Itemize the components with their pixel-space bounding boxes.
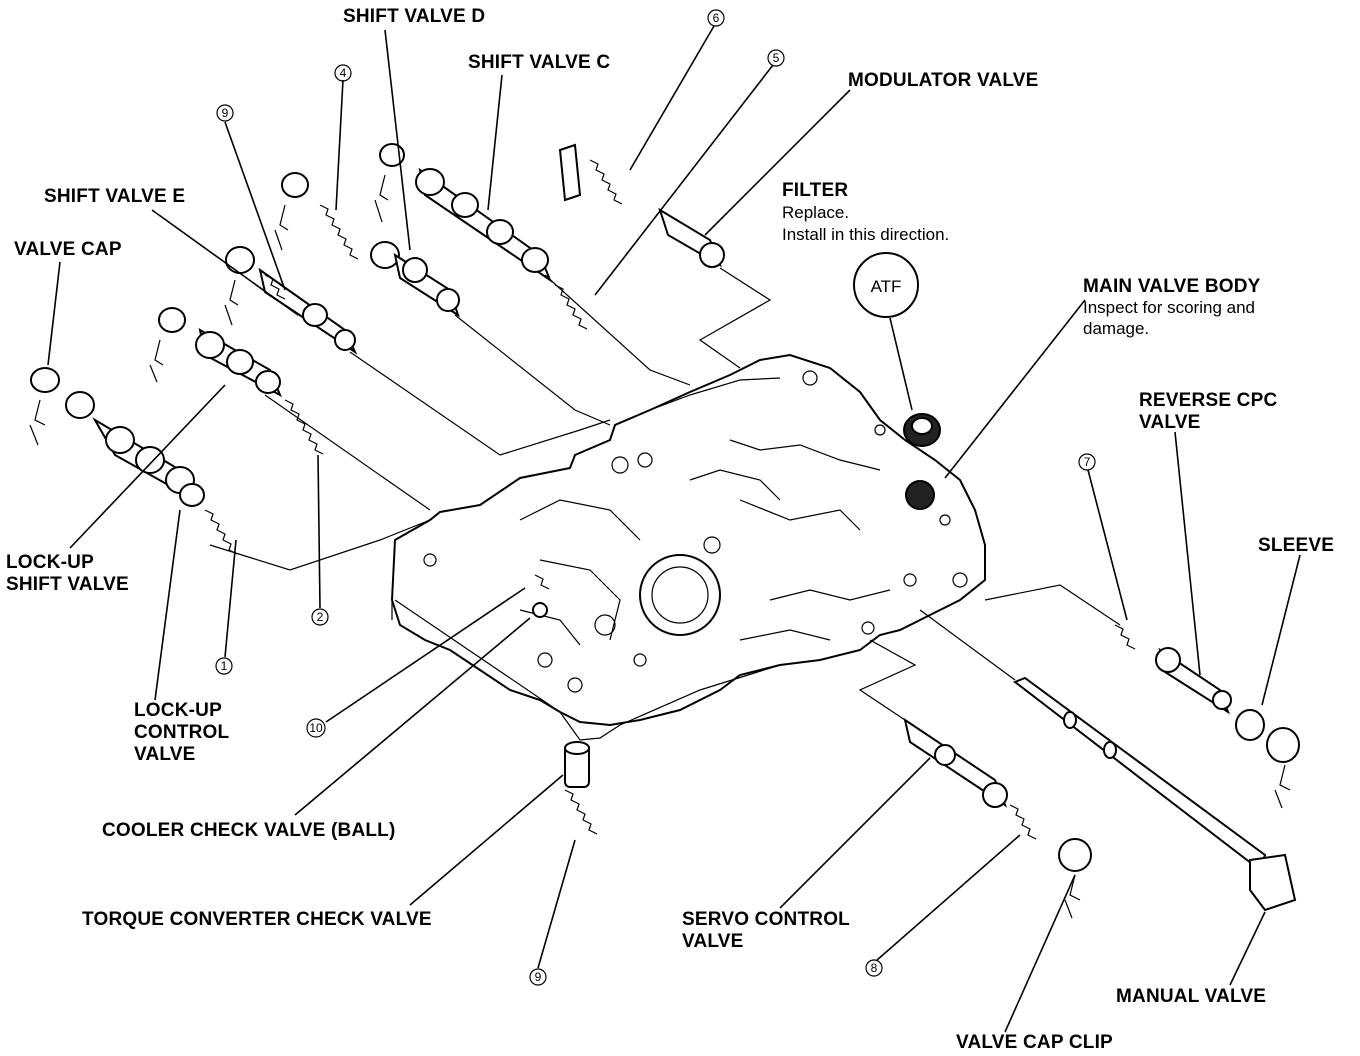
label-servo-control-1: SERVO CONTROL xyxy=(682,909,850,930)
shift-valve-d-parts xyxy=(274,172,460,318)
label-valve-cap: VALVE CAP xyxy=(14,239,122,260)
callout-4: 4 xyxy=(340,66,347,80)
callout-1: 1 xyxy=(221,659,228,673)
label-torque-converter-check-valve: TORQUE CONVERTER CHECK VALVE xyxy=(82,909,432,930)
callout-6: 6 xyxy=(713,11,720,25)
servo-control-valve-parts xyxy=(903,717,1092,919)
springs xyxy=(204,159,1136,840)
label-servo-control-2: VALVE xyxy=(682,931,744,952)
main-valve-note-1: Inspect for scoring and xyxy=(1083,298,1255,317)
label-lockup-control-3: VALVE xyxy=(134,744,196,765)
callout-2: 2 xyxy=(317,610,324,624)
label-valve-cap-clip: VALVE CAP CLIP xyxy=(956,1032,1113,1053)
leader-lines xyxy=(47,25,1301,1033)
label-shift-valve-e: SHIFT VALVE E xyxy=(44,186,185,207)
callout-5: 5 xyxy=(773,51,780,65)
main-valve-note-2: damage. xyxy=(1083,319,1149,338)
callout-9-bottom: 9 xyxy=(535,970,542,984)
label-main-valve-body: MAIN VALVE BODY xyxy=(1083,276,1261,297)
torque-converter-check-valve-parts xyxy=(532,602,590,788)
label-cooler-check-valve: COOLER CHECK VALVE (BALL) xyxy=(102,820,396,841)
reverse-cpc-valve-parts xyxy=(1155,647,1300,809)
labels: SHIFT VALVE D SHIFT VALVE C MODULATOR VA… xyxy=(6,6,1334,1053)
shift-valve-e-parts xyxy=(224,246,358,355)
callout-9-top: 9 xyxy=(222,106,229,120)
label-lockup-control-1: LOCK-UP xyxy=(134,700,222,721)
label-sleeve: SLEEVE xyxy=(1258,535,1334,556)
main-valve-body xyxy=(390,353,986,741)
filter-part: ATF xyxy=(853,252,941,447)
label-reverse-cpc-1: REVERSE CPC xyxy=(1139,390,1277,411)
filter-note-1: Replace. xyxy=(782,203,849,222)
filter-symbol: ATF xyxy=(871,277,902,296)
label-lockup-control-2: CONTROL xyxy=(134,722,230,743)
label-lockup-shift-2: SHIFT VALVE xyxy=(6,574,129,595)
label-manual-valve: MANUAL VALVE xyxy=(1116,986,1266,1007)
callout-7: 7 xyxy=(1084,455,1091,469)
label-shift-valve-c: SHIFT VALVE C xyxy=(468,52,610,73)
lockup-shift-valve-parts xyxy=(149,307,282,398)
callout-10: 10 xyxy=(309,721,323,735)
label-reverse-cpc-2: VALVE xyxy=(1139,412,1201,433)
callout-numbers: 6 5 4 9 2 1 10 9 8 7 xyxy=(215,9,1096,986)
callout-8-bottom: 8 xyxy=(871,961,878,975)
label-modulator-valve: MODULATOR VALVE xyxy=(848,70,1039,91)
manual-valve-part xyxy=(1012,676,1297,912)
filter-note-2: Install in this direction. xyxy=(782,225,949,244)
shift-valve-c-parts xyxy=(374,143,553,283)
lockup-control-valve-parts xyxy=(29,367,205,507)
label-shift-valve-d: SHIFT VALVE D xyxy=(343,6,485,27)
label-filter: FILTER xyxy=(782,180,848,201)
label-lockup-shift-1: LOCK-UP xyxy=(6,552,94,573)
modulator-valve-parts xyxy=(558,143,725,268)
